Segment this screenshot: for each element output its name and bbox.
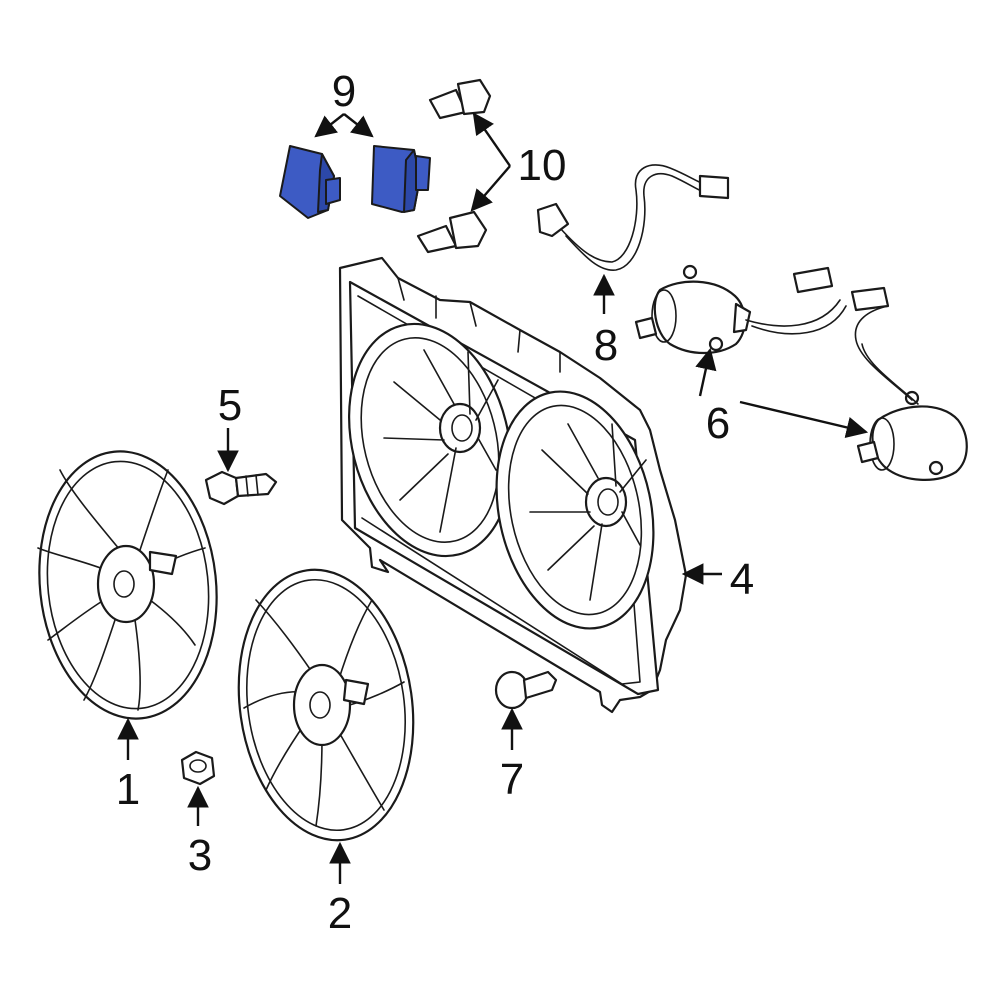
fan-control-module-right[interactable] xyxy=(371,145,431,213)
fan-motor-lower[interactable] xyxy=(850,286,968,481)
callout-2: 2 xyxy=(328,889,352,938)
wiring-harness[interactable] xyxy=(536,164,730,271)
mounting-bolt[interactable] xyxy=(204,470,278,506)
callout-8: 8 xyxy=(594,321,618,370)
fan-control-module-left[interactable] xyxy=(279,145,341,219)
callout-4: 4 xyxy=(730,555,754,604)
callout-9: 9 xyxy=(332,67,356,116)
leader-lines xyxy=(117,112,869,884)
callout-6: 6 xyxy=(706,399,730,448)
callout-10: 10 xyxy=(518,141,567,190)
callout-labels: 1 2 3 4 5 6 7 8 9 10 xyxy=(116,67,754,938)
fan-shroud[interactable] xyxy=(326,256,688,714)
retainer-clip[interactable] xyxy=(494,670,558,710)
fan-motor-upper[interactable] xyxy=(634,264,847,354)
callout-3: 3 xyxy=(188,831,212,880)
fan-blade-right[interactable] xyxy=(222,558,430,851)
callout-7: 7 xyxy=(500,755,524,804)
hex-nut[interactable] xyxy=(180,750,216,786)
callout-1: 1 xyxy=(116,765,140,814)
callout-5: 5 xyxy=(218,381,242,430)
fan-blade-left[interactable] xyxy=(26,443,229,728)
fastener-lower[interactable] xyxy=(416,210,488,254)
fastener-upper[interactable] xyxy=(428,78,492,120)
